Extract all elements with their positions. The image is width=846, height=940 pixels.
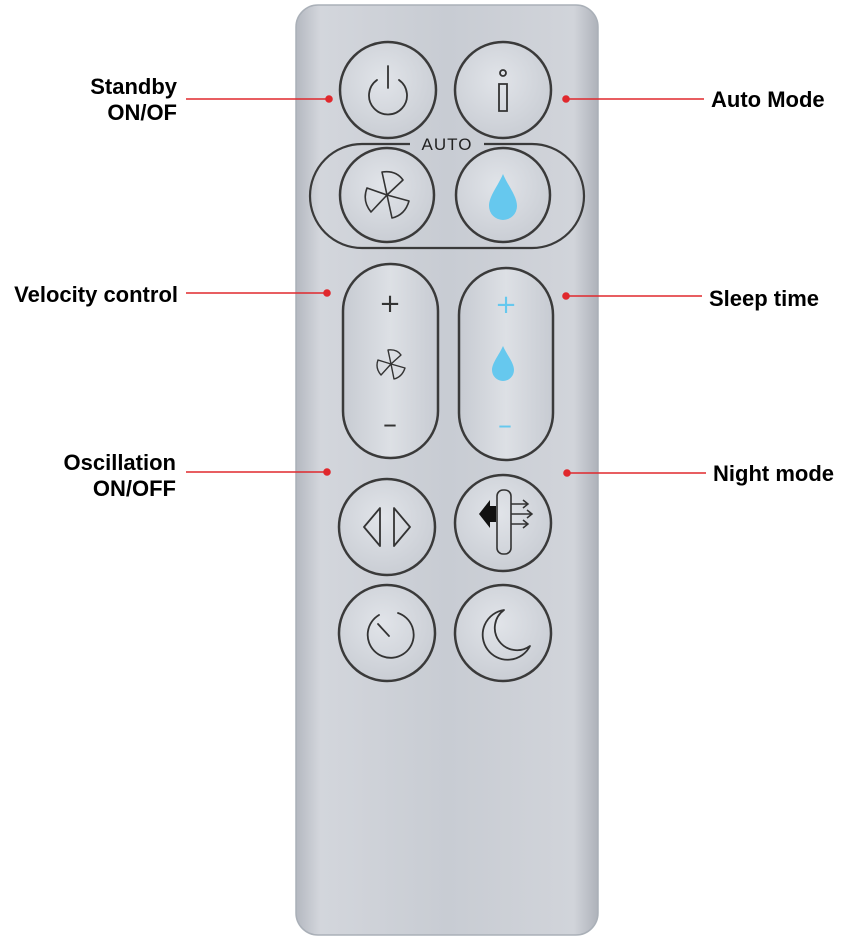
fan-icon xyxy=(364,170,410,219)
velocity-plus[interactable]: + xyxy=(379,289,401,319)
label-oscillation-line2: ON/OFF xyxy=(92,476,176,501)
auto-label: AUTO xyxy=(422,135,473,154)
power-icon xyxy=(368,65,408,116)
callout-lines xyxy=(186,95,706,477)
timer-button[interactable] xyxy=(337,583,437,683)
info-icon xyxy=(498,69,508,112)
info-button[interactable] xyxy=(453,40,553,140)
label-sleep-time: Sleep time xyxy=(709,286,820,311)
auto-bracket: AUTO xyxy=(308,135,586,250)
oscillation-button[interactable] xyxy=(337,477,437,577)
humidity-plus[interactable]: + xyxy=(495,290,517,320)
humidity-minus[interactable]: – xyxy=(498,408,512,441)
label-velocity: Velocity control xyxy=(14,282,178,307)
power-button[interactable] xyxy=(338,40,438,140)
velocity-minus[interactable]: – xyxy=(383,407,397,440)
water-drop-small-icon xyxy=(492,346,514,381)
label-oscillation-line1: Oscillation xyxy=(63,450,176,475)
label-standby: Standby ON/OF xyxy=(90,74,177,126)
label-standby-line2: ON/OF xyxy=(107,100,177,125)
airflow-direction-button[interactable] xyxy=(453,473,553,573)
label-night-mode: Night mode xyxy=(713,461,834,486)
fan-button[interactable] xyxy=(338,146,436,244)
timer-icon xyxy=(366,612,415,659)
water-drop-icon xyxy=(489,174,517,220)
velocity-control-pill[interactable]: + – xyxy=(341,262,440,460)
night-mode-button[interactable] xyxy=(453,583,553,683)
moon-icon xyxy=(481,609,531,661)
airflow-direction-icon xyxy=(479,489,534,555)
oscillation-icon xyxy=(363,507,411,547)
humidity-button[interactable] xyxy=(454,146,552,244)
fan-small-icon xyxy=(376,349,406,380)
label-oscillation: Oscillation ON/OFF xyxy=(64,450,176,502)
label-standby-line1: Standby xyxy=(90,74,177,99)
label-auto-mode: Auto Mode xyxy=(711,87,825,112)
sleep-time-pill[interactable]: + – xyxy=(457,266,555,462)
